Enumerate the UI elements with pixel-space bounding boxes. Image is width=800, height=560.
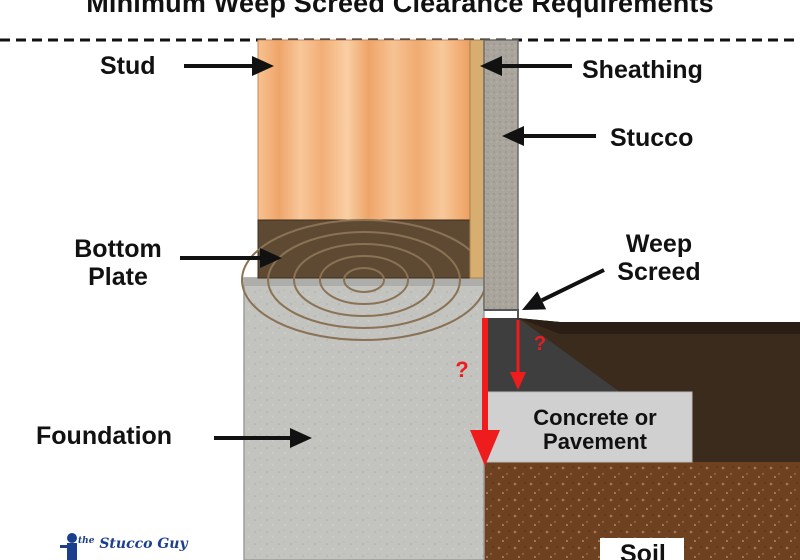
- label-weep-screed-line2: Screed: [617, 258, 701, 286]
- label-bottom-plate: Bottom Plate: [58, 235, 178, 291]
- brand-logo-figure: [60, 533, 77, 560]
- brand-small-text: the: [78, 536, 95, 546]
- stud: [257, 39, 471, 221]
- foundation-top-edge: [244, 278, 484, 286]
- dark-grade: [518, 318, 800, 462]
- label-concrete-line1: Concrete or: [533, 405, 657, 430]
- arrow-weep-screed-shaft: [540, 268, 605, 303]
- clearance-question-mark: ?: [455, 357, 468, 382]
- clearance-question-mark: ?: [534, 333, 546, 355]
- arrow-bottom-plate-head: [260, 248, 282, 268]
- arrow-stud-head: [252, 56, 274, 76]
- stucco: [483, 39, 519, 311]
- page-title: Minimum Weep Screed Clearance Requiremen…: [86, 0, 714, 18]
- brand-logo: the Stucco Guy: [78, 536, 188, 552]
- black-arrows: [180, 56, 605, 448]
- arrow-foundation-head: [290, 428, 312, 448]
- label-stucco: Stucco: [610, 124, 694, 152]
- label-concrete-pavement: Concrete or Pavement: [500, 406, 690, 454]
- clearance-arrowhead-to-pavement: [510, 372, 526, 390]
- label-stud: Stud: [100, 52, 156, 80]
- brand-name: Stucco Guy: [99, 536, 188, 552]
- label-foundation: Foundation: [36, 422, 173, 450]
- weep-screed: [484, 309, 519, 318]
- sheathing: [469, 39, 485, 279]
- label-soil: Soil: [600, 538, 684, 560]
- grade-top-edge: [518, 318, 800, 334]
- label-concrete-line2: Pavement: [543, 429, 647, 454]
- clearance-arrowhead-to-soil: [470, 430, 500, 466]
- label-weep-screed-line1: Weep: [625, 230, 693, 258]
- label-bottom-plate-line1: Bottom: [74, 235, 162, 263]
- label-weep-screed: Weep Screed: [606, 230, 712, 286]
- clearance-arrows: [470, 318, 526, 466]
- foundation: [243, 277, 485, 560]
- label-sheathing: Sheathing: [582, 56, 703, 84]
- label-bottom-plate-line2: Plate: [88, 263, 148, 291]
- arrow-sheathing-head: [480, 56, 502, 76]
- arrow-weep-screed-head: [522, 291, 547, 310]
- arrow-stucco-head: [502, 126, 524, 146]
